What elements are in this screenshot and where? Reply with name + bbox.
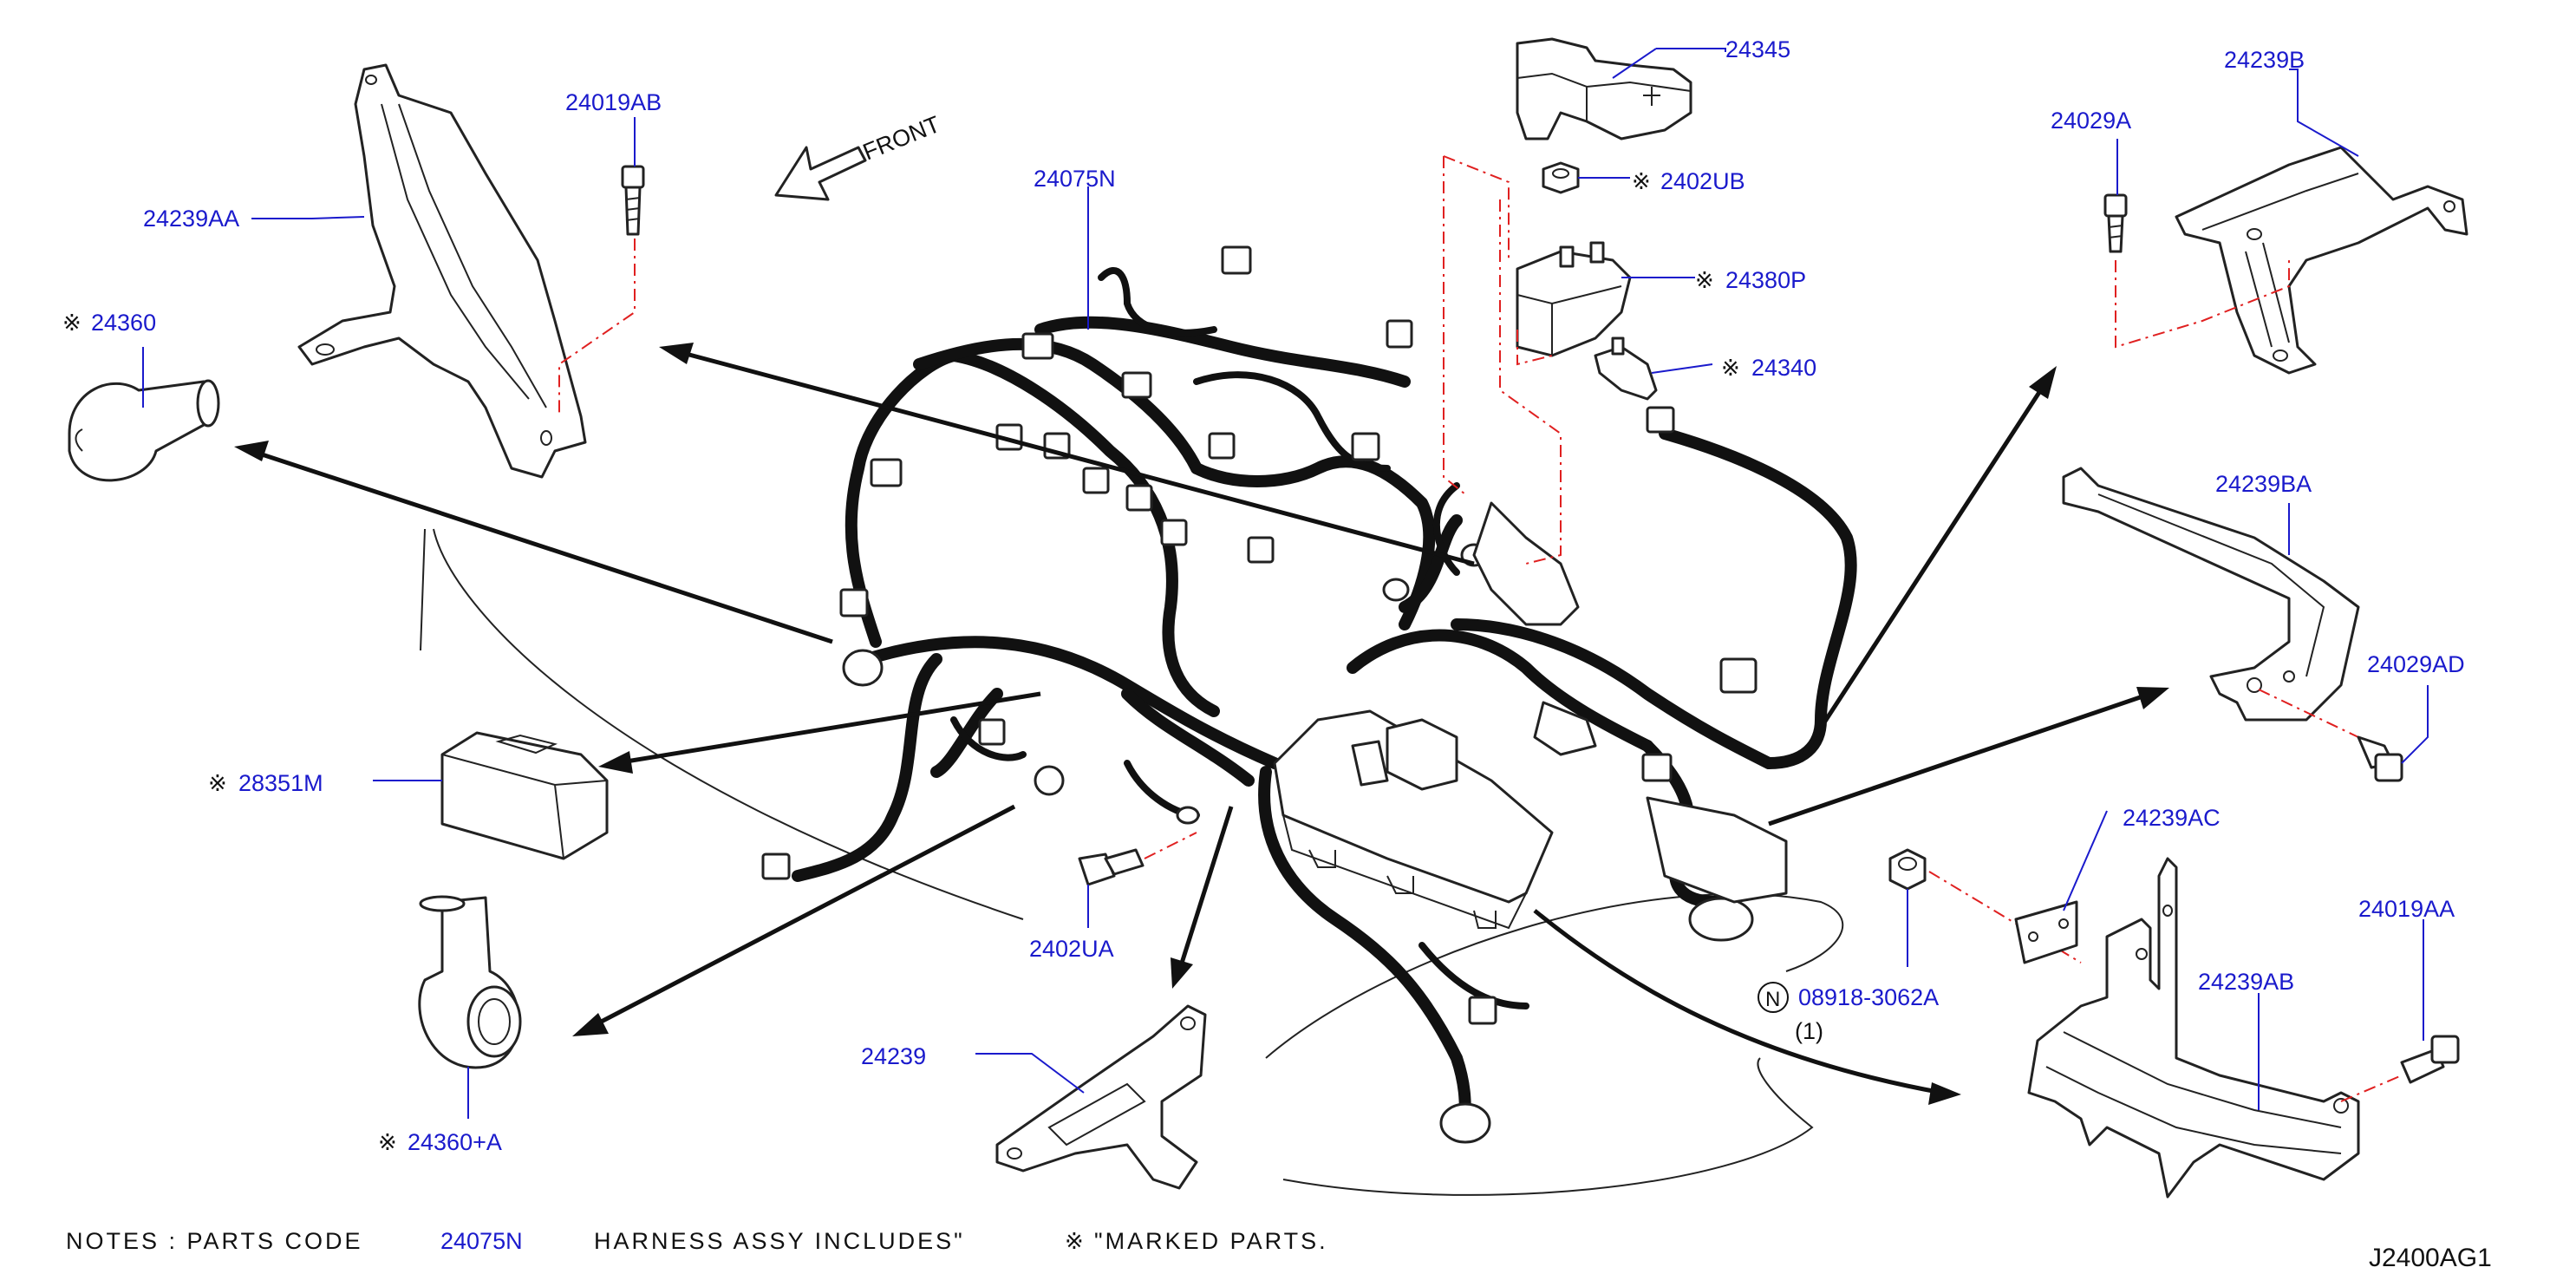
label-28351M[interactable]: 28351M xyxy=(238,770,323,796)
bolt-2402UA xyxy=(1078,832,1197,886)
label-24360[interactable]: 24360 xyxy=(91,310,156,336)
front-indicator: FRONT xyxy=(774,111,943,201)
label-24239B[interactable]: 24239B xyxy=(2224,47,2305,73)
marker-2402UB: ※ xyxy=(1632,169,1651,195)
nut-08918-3062A xyxy=(1888,848,2082,964)
fuse-block-24380P xyxy=(1516,241,1632,357)
direction-arrows xyxy=(234,343,2169,1105)
notes-code[interactable]: 24075N xyxy=(440,1228,523,1254)
marker-28351M: ※ xyxy=(208,771,227,797)
notes-marker: ※ xyxy=(1065,1229,1084,1255)
label-24239AB[interactable]: 24239AB xyxy=(2198,969,2294,995)
label-24239AC[interactable]: 24239AC xyxy=(2123,805,2221,831)
bracket-24239BA xyxy=(2062,467,2360,738)
boot-24360A xyxy=(418,895,522,1069)
terminal-24340 xyxy=(1594,336,1658,401)
bracket-24239AC xyxy=(2014,900,2078,964)
label-24380P[interactable]: 24380P xyxy=(1725,267,1806,293)
part-labels: 24345 24239B 24019AB 24239AA ※ 24360 240… xyxy=(62,36,2465,1156)
leader-lines xyxy=(142,48,2429,1119)
marker-24360A: ※ xyxy=(378,1130,397,1156)
label-08918-3062A[interactable]: 08918-3062A xyxy=(1798,984,1939,1010)
marker-24380P: ※ xyxy=(1695,268,1714,294)
bracket-24239B xyxy=(2115,146,2468,375)
label-24075N[interactable]: 24075N xyxy=(1034,166,1116,192)
nut-2402UB xyxy=(1542,161,1580,194)
notes-middle: HARNESS ASSY INCLUDES" xyxy=(594,1228,965,1254)
label-24340[interactable]: 24340 xyxy=(1751,355,1816,381)
marker-24360: ※ xyxy=(62,310,82,336)
n-symbol: N xyxy=(1765,988,1780,1011)
diagram-code: J2400AG1 xyxy=(2369,1244,2492,1272)
notes: NOTES : PARTS CODE 24075N HARNESS ASSY I… xyxy=(66,1228,1328,1255)
bracket-24239AB xyxy=(2027,857,2403,1199)
label-24239BA[interactable]: 24239BA xyxy=(2215,471,2312,497)
bolt-24029A xyxy=(2103,193,2128,253)
bracket-24239AA xyxy=(297,63,587,479)
bolt-24019AA xyxy=(2400,1035,2460,1084)
center-frame xyxy=(1273,501,1788,930)
guide-lines-center xyxy=(1443,155,1562,565)
label-24345[interactable]: 24345 xyxy=(1725,36,1790,62)
notes-suffix: "MARKED PARTS. xyxy=(1094,1228,1328,1254)
n-marker-08918: N xyxy=(1758,982,1789,1013)
notes-prefix: NOTES : PARTS CODE xyxy=(66,1228,363,1254)
qty-08918-3062A: (1) xyxy=(1795,1018,1823,1044)
wiring-harness xyxy=(792,267,1857,1125)
label-24360A[interactable]: 24360+A xyxy=(408,1129,502,1155)
marker-24340: ※ xyxy=(1721,356,1740,382)
harness-connectors xyxy=(761,245,1758,1144)
bolt-24029AD xyxy=(2357,735,2403,782)
label-24029A[interactable]: 24029A xyxy=(2051,108,2131,134)
boot-24360 xyxy=(68,379,220,482)
label-2402UB[interactable]: 2402UB xyxy=(1660,168,1745,194)
label-24029AD[interactable]: 24029AD xyxy=(2367,651,2465,677)
label-24019AB[interactable]: 24019AB xyxy=(565,89,662,115)
label-24239[interactable]: 24239 xyxy=(861,1043,926,1069)
label-2402UA[interactable]: 2402UA xyxy=(1029,936,1114,962)
bracket-24239 xyxy=(995,1004,1207,1190)
front-label: FRONT xyxy=(859,111,943,166)
label-24019AA[interactable]: 24019AA xyxy=(2358,896,2455,922)
block-28351M xyxy=(440,731,609,860)
label-24239AA[interactable]: 24239AA xyxy=(143,206,239,232)
cover-24345 xyxy=(1516,37,1692,140)
bolt-24019AB xyxy=(558,165,645,416)
